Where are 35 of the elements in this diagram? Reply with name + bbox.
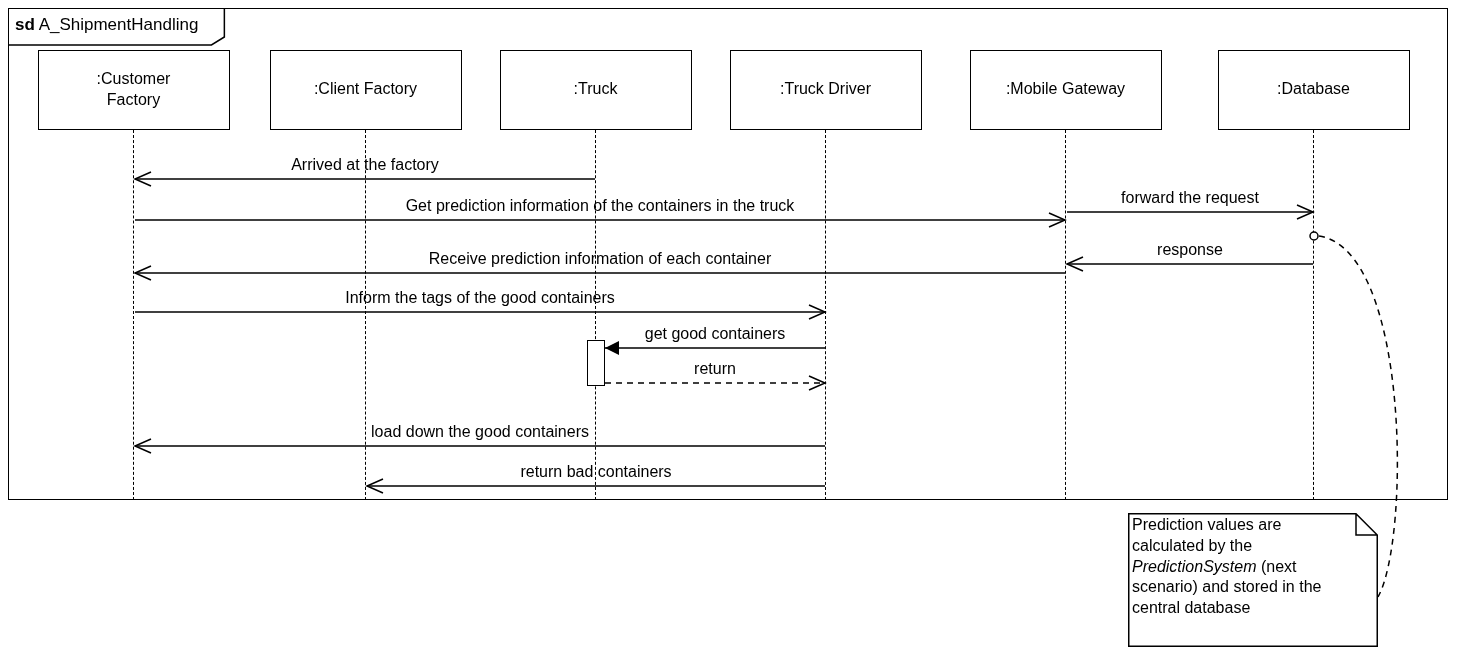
participant-box: :Database xyxy=(1217,49,1410,130)
message-arrow xyxy=(134,304,826,320)
lifeline xyxy=(824,129,827,500)
message-label: load down the good containers xyxy=(371,424,589,440)
connector-circle xyxy=(1308,230,1319,241)
message-arrow xyxy=(604,375,826,391)
message-label: response xyxy=(1157,242,1223,258)
message-arrow xyxy=(604,341,826,355)
participant-box: :Mobile Gateway xyxy=(969,49,1162,130)
note-link xyxy=(1318,235,1398,598)
message-label: Arrived at the factory xyxy=(291,157,439,173)
message-arrow xyxy=(134,171,596,187)
lifeline xyxy=(132,129,135,500)
message-arrow xyxy=(134,265,1066,281)
lifeline xyxy=(1064,129,1067,500)
message-arrow xyxy=(1066,204,1314,220)
message-arrow xyxy=(1066,256,1314,272)
message-label: forward the request xyxy=(1121,190,1259,206)
message-label: Get prediction information of the containers in the truck xyxy=(405,198,795,214)
message-arrow xyxy=(134,212,1066,228)
message-arrow xyxy=(366,478,826,494)
activation-bar xyxy=(586,339,605,386)
message-label: Inform the tags of the good containers xyxy=(345,290,615,306)
message-label: return bad containers xyxy=(520,464,672,480)
message-label: Receive prediction information of each container xyxy=(428,251,772,267)
message-label: return xyxy=(694,361,736,377)
frame-title: sd A_ShipmentHandling xyxy=(9,9,225,45)
frame xyxy=(8,8,1448,500)
message-arrow xyxy=(134,438,826,454)
participant-box: :Client Factory xyxy=(269,49,462,130)
participant-box: :Customer Factory xyxy=(37,49,230,130)
participant-box: :Truck Driver xyxy=(729,49,922,130)
message-label: get good containers xyxy=(644,326,786,342)
note: Prediction values are calculated by the PredictionSystem (next scenario) and stored in the central database xyxy=(1128,513,1378,647)
participant-box: :Truck xyxy=(499,49,692,130)
